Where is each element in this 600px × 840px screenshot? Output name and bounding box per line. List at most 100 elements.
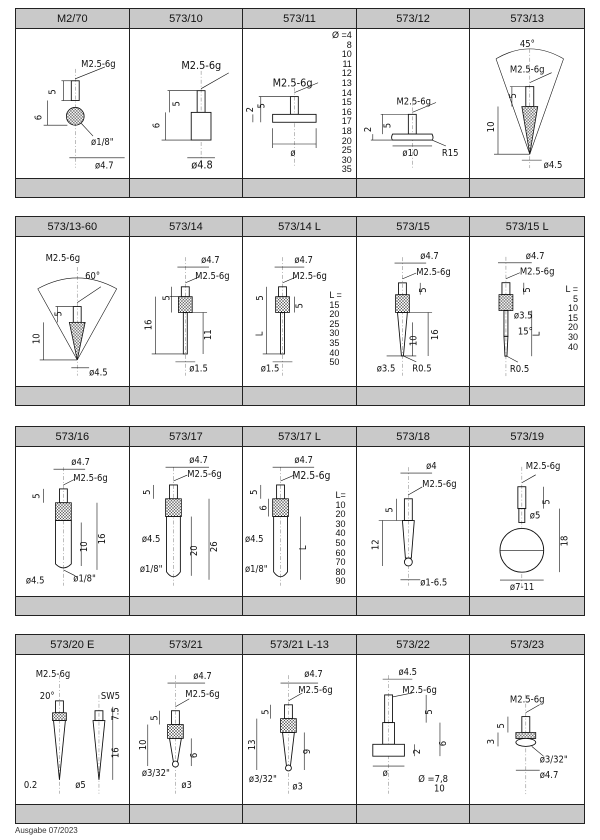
product-code: 573/15 bbox=[356, 217, 470, 237]
product-code: 573/19 bbox=[470, 427, 584, 447]
dia-label: ø4.7 bbox=[71, 457, 90, 468]
dim-height: 5 bbox=[261, 709, 272, 714]
dia-label: ø4.7 bbox=[201, 255, 220, 266]
radius-label: R0.5 bbox=[412, 364, 431, 375]
cell-footer bbox=[16, 596, 129, 615]
technical-drawing: ø4.5 M2.5-6g 5 2 6 ø Ø =7,8 10 bbox=[357, 655, 470, 804]
product-code: 573/11 bbox=[243, 9, 356, 29]
product-code: 573/17 bbox=[129, 427, 243, 447]
sw-label: SW5 bbox=[101, 691, 120, 702]
technical-drawing: 5 2 M2.5-6g ø10 R15 bbox=[357, 29, 470, 178]
product-cell: 573/20 E M2.5-6g 20° SW5 7.5 16 0.2 ø5 bbox=[16, 635, 130, 823]
product-cell: 573/21 ø4.7 M2.5-6g 5 10 6 ø3/32" ø3 bbox=[129, 635, 244, 823]
cell-footer bbox=[129, 596, 243, 615]
dim-total: 6 bbox=[151, 123, 162, 128]
product-code: 573/21 bbox=[129, 635, 243, 655]
product-cell: 573/15 L ø4.7 M2.5-6g 5 L ø3.5 15° R0.5 bbox=[470, 217, 584, 405]
dim-pin: 11 bbox=[203, 329, 214, 340]
dia-label: ø4.5 bbox=[544, 160, 563, 171]
dim-height: 5 bbox=[384, 507, 395, 512]
dim-height: 5 bbox=[171, 101, 182, 106]
thread-spec: M2.5-6g bbox=[520, 267, 555, 278]
dia-label: ø5 bbox=[530, 511, 541, 522]
dim-height: 5 bbox=[542, 499, 553, 504]
d2-label: ø3 bbox=[181, 780, 192, 791]
tip-label: 0.2 bbox=[24, 780, 37, 791]
technical-drawing: ø4.7 M2.5-6g 5 13 9 ø3/32" ø3 bbox=[243, 655, 356, 804]
product-cell: 573/13-60 60° M2.5-6g 5 10 ø4.5 bbox=[16, 217, 130, 405]
dim-total: 26 bbox=[209, 541, 220, 552]
angle-label: 20° bbox=[40, 691, 55, 702]
product-code: 573/15 L bbox=[470, 217, 584, 237]
dia-label: ø4 bbox=[426, 461, 437, 472]
product-table-row-3: 573/16 ø4.7 M2.5-6g 5 10 16 ø1/8" ø4.5 bbox=[15, 426, 585, 616]
length-list: L= 10 20 30 40 50 60 70 80 90 bbox=[335, 490, 346, 587]
dim-height: 5 bbox=[508, 93, 519, 98]
product-cell: M2/70 5 6 M2.5-6g ø1/8" ø4.7 bbox=[16, 9, 130, 197]
dia-label: ø4.7 bbox=[193, 671, 212, 682]
dim-three: 3 bbox=[486, 739, 497, 744]
ball-dia: ø1-6.5 bbox=[420, 578, 447, 589]
product-table-row-4: 573/20 E M2.5-6g 20° SW5 7.5 16 0.2 ø5 bbox=[15, 634, 585, 824]
pin-dia: ø1.5 bbox=[189, 364, 208, 375]
product-code: 573/16 bbox=[16, 427, 129, 447]
thread-spec: M2.5-6g bbox=[81, 59, 115, 70]
angle-label: 60° bbox=[85, 271, 100, 282]
thread-spec: M2.5-6g bbox=[181, 59, 221, 72]
product-code: 573/14 L bbox=[243, 217, 356, 237]
technical-drawing: 60° M2.5-6g 5 10 ø4.5 bbox=[16, 237, 129, 386]
dim-five: 5 bbox=[294, 303, 305, 308]
cell-footer bbox=[243, 596, 356, 615]
dim-inner: 20 bbox=[189, 545, 200, 556]
product-table-row-2: 573/13-60 60° M2.5-6g 5 10 ø4.5 573/1 bbox=[15, 216, 585, 406]
thread-spec: M2.5-6g bbox=[187, 469, 221, 480]
thread-spec: M2.5-6g bbox=[422, 479, 456, 490]
dim-total: 12 bbox=[371, 539, 382, 550]
dia-label: ø4.5 bbox=[89, 368, 108, 379]
product-code: M2/70 bbox=[16, 9, 129, 29]
dim-total: 16 bbox=[143, 320, 154, 331]
product-cell: 573/15 ø4.7 M2.5-6g 5 16 10 ø3.5 bbox=[356, 217, 471, 405]
dia-label: ø bbox=[291, 148, 296, 159]
technical-drawing: ø4.7 M2.5-6g 5 16 11 ø1.5 bbox=[130, 237, 243, 386]
technical-drawing: ø4.7 M2.5-6g 5 L ø3.5 15° R0.5 L = 5 10 … bbox=[470, 237, 584, 386]
technical-drawing: ø4.7 M2.5-6g 5 L 5 ø1.5 L = 15 20 25 30 … bbox=[243, 237, 356, 386]
dia-label: ø4.7 bbox=[295, 455, 314, 466]
dia-label: ø10 bbox=[402, 148, 418, 159]
product-code: 573/18 bbox=[356, 427, 470, 447]
dim-six: 6 bbox=[259, 505, 270, 510]
product-code: 573/17 L bbox=[243, 427, 356, 447]
product-cell: 573/10 5 6 M2.5-6g ø4.8 bbox=[129, 9, 244, 197]
dia-label: ø4.7 bbox=[526, 251, 545, 262]
radius-label: R0.5 bbox=[510, 364, 529, 375]
dia-label: ø4.5 bbox=[398, 667, 417, 678]
length-list: L = 5 10 15 20 30 40 bbox=[565, 284, 578, 352]
dim-two: 2 bbox=[412, 749, 423, 754]
cell-footer bbox=[356, 386, 470, 405]
product-code: 573/13-60 bbox=[16, 217, 129, 237]
dim-height: 5 bbox=[32, 493, 43, 498]
dim-height: 5 bbox=[255, 295, 266, 300]
cell-footer bbox=[16, 804, 129, 823]
dim-total: 16 bbox=[430, 329, 441, 340]
dim-total: 10 bbox=[486, 122, 497, 133]
product-code: 573/14 bbox=[129, 217, 243, 237]
cell-footer bbox=[243, 178, 356, 197]
thread-spec: M2.5-6g bbox=[510, 695, 545, 706]
dia-label: ø5 bbox=[75, 780, 86, 791]
dim-total: 2 bbox=[363, 127, 374, 132]
product-cell: 573/11 5 2 M2.5-6g ø Ø =4 8 10 11 bbox=[243, 9, 357, 197]
cell-footer bbox=[356, 804, 470, 823]
dim-height: 5 bbox=[53, 311, 64, 316]
product-table-row-1: M2/70 5 6 M2.5-6g ø1/8" ø4.7 573/10 bbox=[15, 8, 585, 198]
product-cell: 573/16 ø4.7 M2.5-6g 5 10 16 ø1/8" ø4.5 bbox=[16, 427, 130, 615]
cell-footer bbox=[243, 386, 356, 405]
dia2-label: ø4.5 bbox=[26, 576, 45, 587]
product-cell: 573/21 L-13 ø4.7 M2.5-6g 5 13 9 ø3/32" ø… bbox=[243, 635, 357, 823]
thread-spec: M2.5-6g bbox=[46, 253, 80, 264]
dim-height: 5 bbox=[257, 103, 268, 108]
dim-height: 5 bbox=[249, 489, 260, 494]
cell-footer bbox=[243, 804, 356, 823]
dim-total: 6 bbox=[34, 115, 45, 120]
cell-footer bbox=[470, 386, 584, 405]
